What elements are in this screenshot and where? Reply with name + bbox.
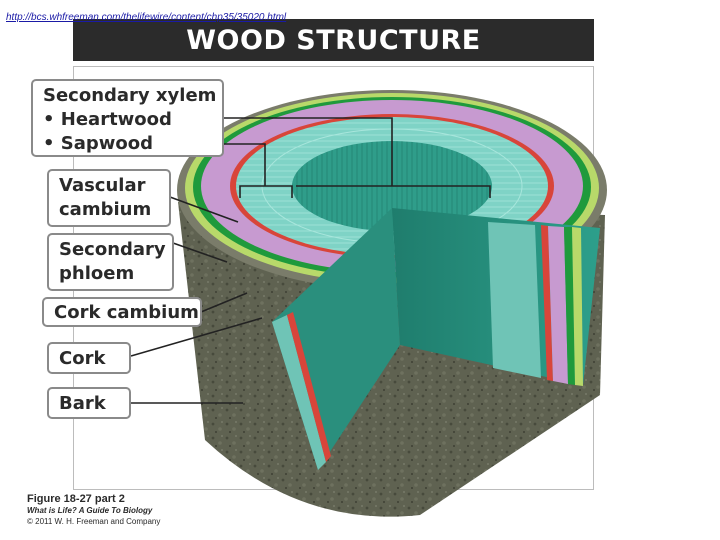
sapwood-bracket: [239, 185, 491, 198]
secondary-phloem-label-box: Secondary phloem: [47, 233, 174, 291]
cut-vascular-cambium-band: [541, 225, 553, 381]
vascular-cambium-label-box: Vascular cambium: [47, 169, 171, 227]
secondary-xylem-label-box: Secondary xylem • Heartwood • Sapwood: [31, 79, 224, 157]
figure-caption: Figure 18-27 part 2 What is Life? A Guid…: [27, 494, 160, 527]
source-url-link[interactable]: http://bcs.whfreeman.com/thelifewire/con…: [6, 12, 287, 23]
page-title: WOOD STRUCTURE: [186, 24, 481, 56]
cut-left-sapwood-band: [272, 315, 326, 470]
cork-pointer: [130, 317, 263, 357]
cut-cork-band: [572, 227, 583, 386]
cut-left-cambium-band: [287, 312, 331, 462]
vascular-cambium-pointer: [169, 196, 239, 223]
secondary-phloem-label-line1: Secondary: [59, 239, 166, 260]
heartwood-pointer: [162, 117, 393, 186]
copyright-line: © 2011 W. H. Freeman and Company: [27, 517, 161, 526]
cut-phloem-band: [548, 226, 568, 384]
title-bar: WOOD STRUCTURE: [73, 19, 594, 61]
phloem-pointer: [172, 242, 228, 263]
heartwood-label: • Heartwood: [43, 109, 172, 130]
sapwood-label: • Sapwood: [43, 133, 154, 154]
book-title: What is Life? A Guide To Biology: [27, 506, 153, 515]
secondary-phloem-label-line2: phloem: [59, 263, 135, 284]
cork-cambium-label-box: Cork cambium: [42, 297, 202, 327]
vascular-cambium-label-line2: cambium: [59, 199, 152, 220]
cork-label: Cork: [59, 348, 106, 369]
bark-label: Bark: [59, 393, 106, 414]
secondary-xylem-label: Secondary xylem: [43, 85, 217, 106]
vascular-cambium-label-line1: Vascular: [59, 175, 146, 196]
bark-label-box: Bark: [47, 387, 131, 419]
cork-label-box: Cork: [47, 342, 131, 374]
cut-sapwood-band: [488, 222, 541, 378]
cork-cambium-label: Cork cambium: [54, 302, 199, 323]
cut-cork-cambium-band: [564, 227, 575, 385]
cork-cambium-pointer: [200, 292, 248, 313]
figure-number: Figure 18-27 part 2: [27, 493, 125, 505]
